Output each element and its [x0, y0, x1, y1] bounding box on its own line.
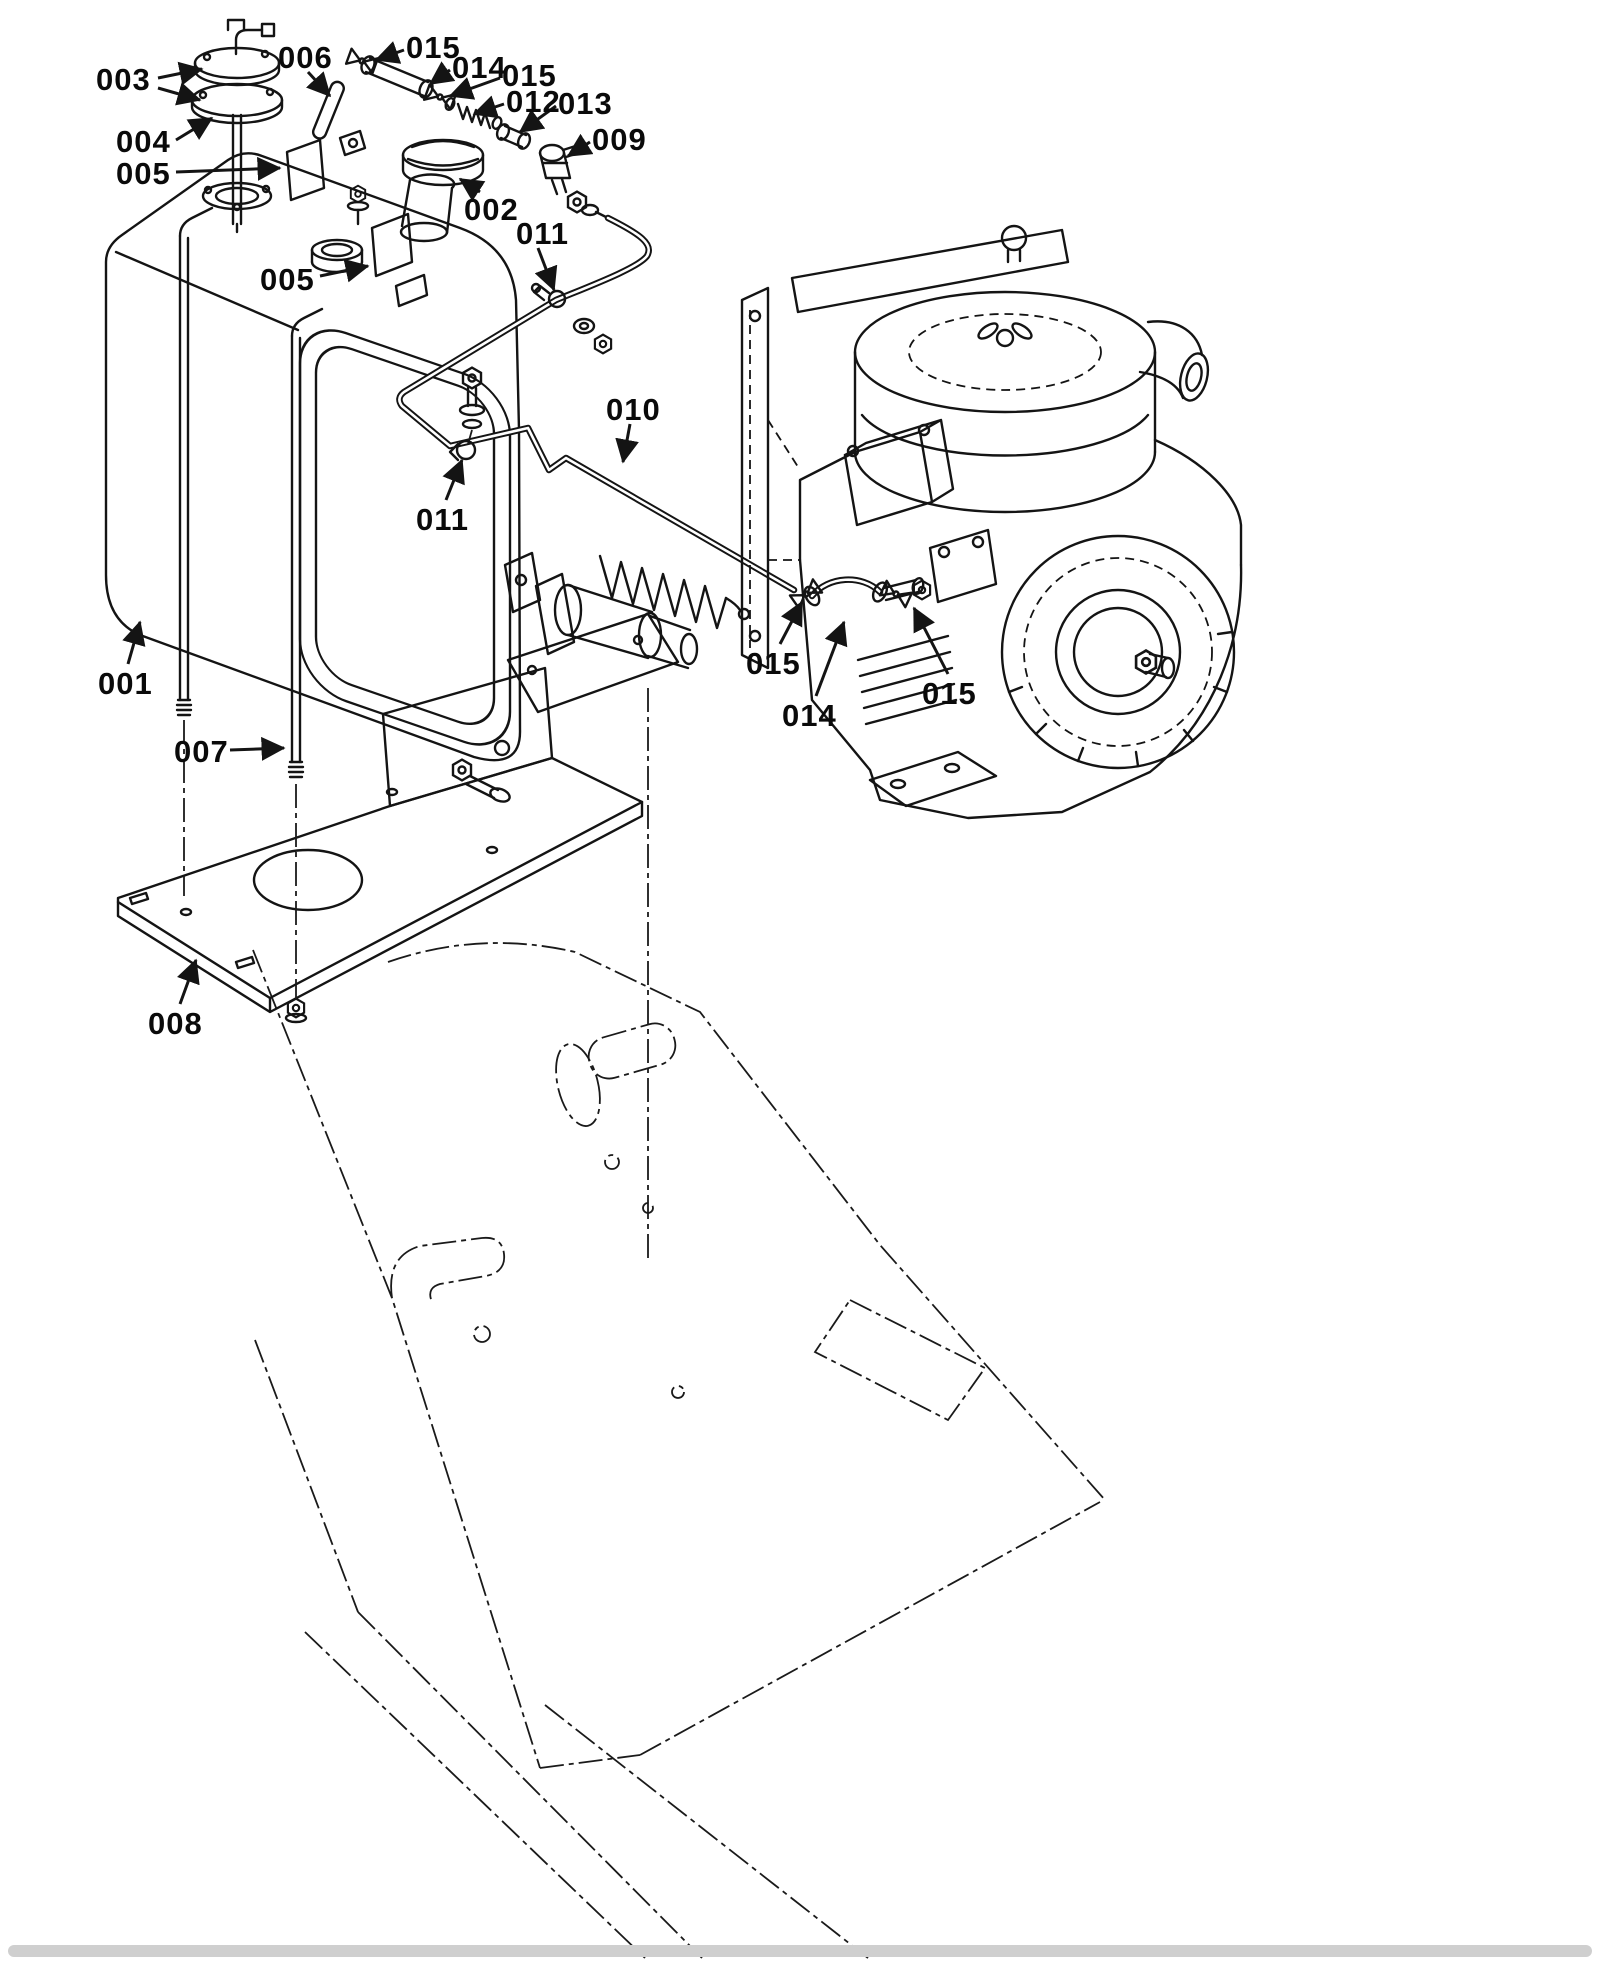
callout-012: 012: [506, 84, 561, 119]
tank-bracket-lower: [346, 184, 429, 308]
callout-001: 001: [98, 666, 153, 701]
callout-015-d: 015: [922, 676, 977, 711]
callout-002: 002: [464, 192, 519, 227]
fuel-cap: [399, 138, 485, 243]
callout-011-b: 011: [416, 502, 470, 537]
blower-housing: [1000, 534, 1236, 770]
callout-015-b: 015: [502, 58, 557, 93]
callout-015-c: 015: [746, 646, 801, 681]
callout-010: 010: [606, 392, 661, 427]
callout-003: 003: [96, 62, 151, 97]
fuel-tank: [104, 152, 522, 762]
callout-014-a: 014: [452, 50, 507, 85]
chassis-frame-phantom: [252, 688, 1106, 1959]
plate-bolt: [451, 758, 511, 803]
callout-014-b: 014: [782, 698, 837, 733]
base-plate: [116, 666, 644, 1024]
horizontal-scrollbar[interactable]: [8, 1945, 1592, 1957]
callout-015-a: 015: [406, 30, 461, 65]
line-clip-lower: [448, 366, 486, 462]
air-cleaner: [853, 290, 1210, 514]
callout-008: 008: [148, 1006, 203, 1041]
callout-011-a: 011: [516, 216, 570, 251]
fuel-line: [396, 214, 798, 594]
hold-down-strap: [311, 80, 367, 157]
callout-004: 004: [116, 124, 171, 159]
callout-006: 006: [278, 40, 333, 75]
leader-arrows: [122, 41, 950, 1005]
callout-009: 009: [592, 122, 647, 157]
callout-007: 007: [174, 734, 229, 769]
callout-005-b: 005: [260, 262, 315, 297]
engine: [740, 224, 1243, 820]
callout-013: 013: [558, 86, 613, 121]
engine-hose-assembly: [788, 576, 925, 610]
tank-bracket-upper: [285, 138, 326, 202]
tank-straps: [175, 206, 324, 1000]
plate-nut: [284, 997, 308, 1024]
starter-assembly: [503, 551, 751, 714]
callout-005-a: 005: [116, 156, 171, 191]
